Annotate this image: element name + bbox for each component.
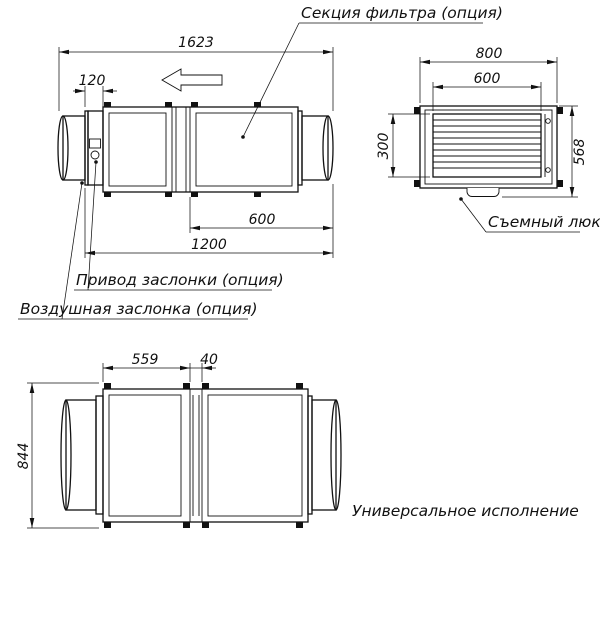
label-air-damper: Воздушная заслонка (опция) — [20, 300, 258, 318]
dim-panel-width: 559 — [132, 352, 159, 368]
dim-width-opening: 600 — [474, 71, 501, 87]
dim-overall-length: 1623 — [178, 35, 214, 51]
filter-section-panel — [195, 112, 293, 187]
left-panel — [108, 394, 182, 517]
dim-depth-overall: 568 — [572, 139, 588, 166]
end-view-casing — [419, 105, 558, 189]
end-view-object — [414, 105, 563, 197]
right-duct-cap — [322, 115, 334, 181]
label-filter-section: Секция фильтра (опция) — [301, 4, 503, 22]
dim-body-length: 1200 — [191, 237, 227, 253]
front-view-object — [60, 383, 342, 528]
airflow-direction-arrow-icon — [161, 68, 223, 92]
left-flange — [95, 395, 104, 515]
damper-actuator-shaft — [90, 150, 100, 160]
unit-body — [102, 106, 299, 193]
left-panel — [108, 112, 167, 187]
right-duct-tube — [311, 399, 337, 511]
right-panel — [207, 394, 303, 517]
dim-damper-length: 120 — [79, 73, 106, 89]
dim-depth-opening: 300 — [376, 133, 392, 160]
front-view-dimensions: 559 40 844 — [16, 352, 218, 529]
side-view-object — [57, 68, 334, 197]
label-removable-hatch: Съемный люк — [488, 213, 600, 231]
grille-louvers — [433, 119, 541, 169]
mounting-tabs — [104, 102, 261, 197]
latch-screw — [545, 167, 551, 173]
dim-width-overall: 800 — [476, 46, 503, 62]
end-view-inner-frame — [424, 109, 553, 185]
end-view-callouts: Съемный люк — [459, 197, 600, 233]
right-duct-tube — [301, 115, 329, 181]
end-view-tabs — [414, 107, 563, 187]
right-duct-cap — [330, 399, 342, 511]
intake-grille — [432, 113, 542, 178]
dim-filter-section-length: 600 — [249, 212, 276, 228]
damper-actuator-box — [89, 138, 101, 149]
side-view-dimensions: 1623 120 600 1200 — [58, 35, 334, 258]
dim-height-overall: 844 — [16, 443, 32, 470]
dim-joint-width: 40 — [200, 352, 218, 368]
label-damper-actuator: Привод заслонки (опция) — [76, 271, 284, 289]
hatch-handle — [466, 188, 500, 197]
end-view-dimensions: 800 600 300 568 — [376, 46, 588, 198]
side-view-callouts: Секция фильтра (опция) Привод заслонки (… — [18, 4, 503, 320]
mounting-tabs — [104, 383, 303, 528]
latch-screw — [545, 118, 551, 124]
label-universal-design: Универсальное исполнение — [352, 502, 579, 520]
unit-body — [102, 388, 309, 523]
